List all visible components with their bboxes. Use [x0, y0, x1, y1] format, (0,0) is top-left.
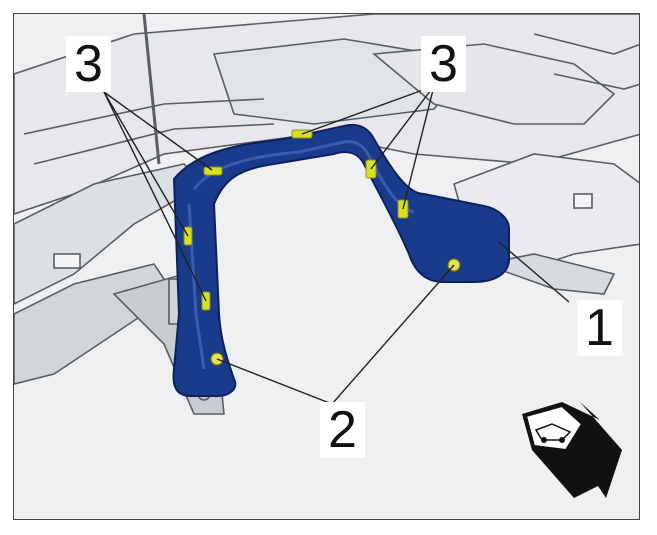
exploded-view-drawing	[14, 14, 639, 498]
illustration-frame: 3 3 1 2	[13, 13, 640, 520]
callout-1: 1	[577, 300, 622, 356]
vehicle-direction-arrow-icon	[522, 402, 622, 498]
callout-2: 2	[320, 402, 365, 458]
callout-3-left: 3	[66, 36, 111, 92]
background-structure	[14, 14, 639, 415]
leader-lines	[103, 85, 570, 405]
clip-top-left	[203, 166, 223, 176]
callout-3-right: 3	[421, 36, 466, 92]
